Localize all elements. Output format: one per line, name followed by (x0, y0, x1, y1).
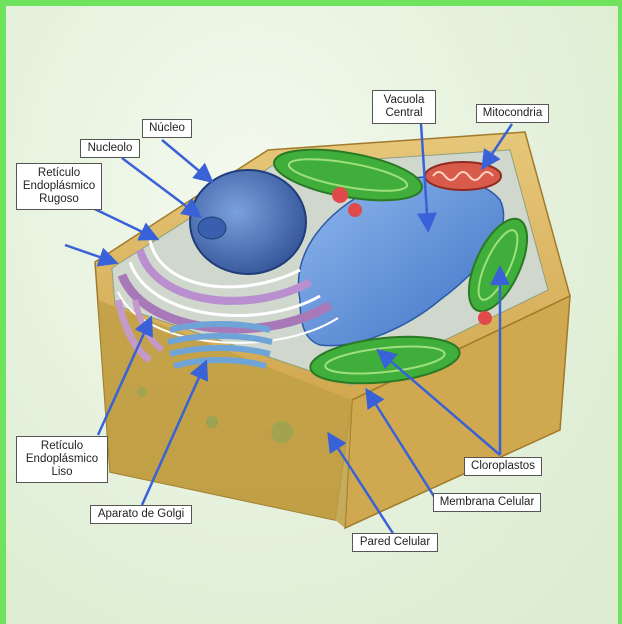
mitochondria (425, 162, 501, 190)
label-nucleolo: Nucleolo (80, 139, 140, 158)
label-reticulo-liso: Retículo Endoplásmico Liso (16, 436, 108, 483)
label-pared-celular: Pared Celular (352, 533, 438, 552)
label-nucleo: Núcleo (142, 119, 192, 138)
label-vacuola-central: Vacuola Central (372, 90, 436, 124)
label-membrana-celular: Membrana Celular (433, 493, 541, 512)
label-mitocondria: Mitocondria (476, 104, 549, 123)
label-aparato-golgi: Aparato de Golgi (90, 505, 192, 524)
label-cloroplastos: Cloroplastos (464, 457, 542, 476)
label-retiSmall-rugoso: Retículo Endoplásmico Rugoso (16, 163, 102, 210)
